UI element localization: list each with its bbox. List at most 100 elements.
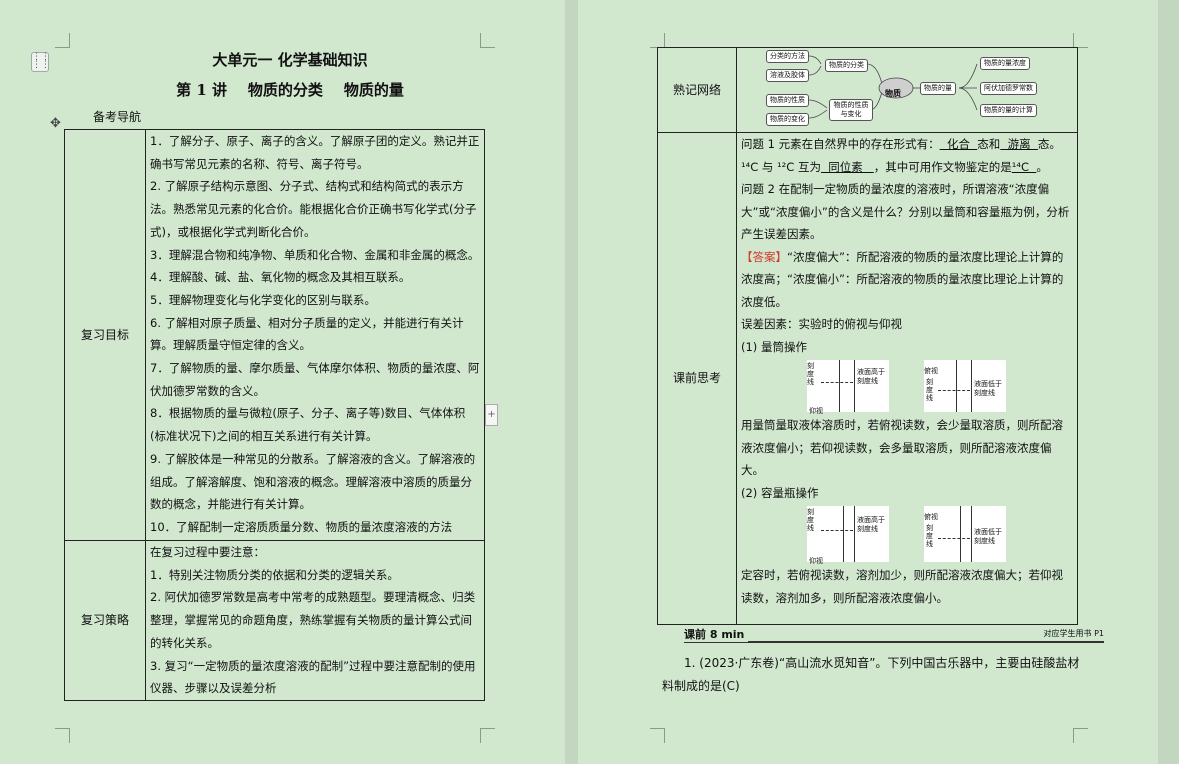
mindmap-lines (808, 55, 978, 119)
mindmap: 分类的方法 溶液及胶体 物质的分类 物质的性质 物质的变化 物质的性质与变化 物… (737, 48, 1077, 132)
row-label-goals: 复习目标 (64, 129, 146, 541)
fig-label: 俯视 (924, 367, 938, 375)
crop-mark (55, 728, 70, 743)
strategy-item: 1．特别关注物质分类的依据和分类的逻辑关系。 (150, 567, 399, 582)
crop-mark (1073, 33, 1088, 48)
fig-tube (839, 360, 855, 412)
fig-label: 俯视 (924, 513, 938, 521)
goal-item: 1．了解分子、原子、离子的含义。了解原子团的定义。熟记并正确书写常见元素的名称、… (150, 134, 480, 171)
fig-label: 仰视 (809, 407, 823, 415)
exercise-question: 1. (2023·广东卷)“高山流水觅知音”。下列中国古乐器中，主要由硅酸盐材 … (662, 652, 1080, 698)
mindmap-node: 物质的量的计算 (980, 104, 1037, 117)
question-2: 问题 2 在配制一定物质的量浓度的溶液时，所谓溶液“浓度偏大”或“浓度偏小”的含… (741, 182, 1070, 241)
fig-line (938, 390, 970, 391)
crop-mark (480, 33, 495, 48)
goal-item: 7．了解物质的量、摩尔质量、气体摩尔体积、物质的量浓度、阿伏加德罗常数的含义。 (150, 361, 480, 398)
op1-title: (1) 量筒操作 (741, 339, 807, 354)
op2-text: 定容时，若俯视读数，溶剂加少，则所配溶液浓度偏大；若仰视读数，溶剂加多，则所配溶… (741, 568, 1063, 605)
crop-mark (480, 728, 495, 743)
fig-line (938, 538, 970, 539)
question-line: 料制成的是(C) (662, 679, 740, 693)
q1-blank: ¹⁴C (1011, 159, 1037, 174)
fig-label: 刻度线 (926, 378, 933, 402)
review-table: 复习目标 1．了解分子、原子、离子的含义。了解原子团的定义。熟记并正确书写常见元… (64, 129, 485, 701)
right-margin (1158, 0, 1179, 764)
strategy-cell: 在复习过程中要注意： 1．特别关注物质分类的依据和分类的逻辑关系。 2. 阿伏加… (145, 540, 485, 701)
fig-tube (956, 360, 972, 412)
section-banner: 课前 8 min 对应学生用书 P1 (684, 626, 1104, 643)
q1-blank: 化合 (939, 137, 978, 151)
question-1: 问题 1 元素在自然界中的存在形式有： 化合 态和 游离 态。¹⁴C 与 ¹²C… (741, 133, 1073, 178)
q1-text: 态和 (977, 137, 1001, 151)
question-line: 1. (2023·广东卷)“高山流水觅知音”。下列中国古乐器中，主要由硅酸盐材 (684, 656, 1080, 670)
crop-mark (650, 33, 665, 48)
op1-figures: 刻度线 液面高于刻度线 仰视 俯视 刻度线 液面低于刻度线 (741, 358, 1073, 415)
mindmap-center: 物质 (885, 89, 901, 98)
lesson-title: 第 1 讲 物质的分类 物质的量 (176, 81, 404, 99)
row-label-strategy: 复习策略 (64, 540, 146, 701)
mindmap-node: 物质的性质 (766, 94, 809, 107)
mindmap-node: 物质的量浓度 (980, 57, 1030, 70)
mindmap-node: 分类的方法 (766, 50, 809, 63)
goal-item: 2. 了解原子结构示意图、分子式、结构式和结构简式的表示方法。熟悉常见元素的化合… (150, 179, 477, 239)
q1-text: 。 (1036, 159, 1048, 174)
mindmap-node: 物质的变化 (766, 113, 809, 126)
unit-title: 大单元一 化学基础知识 (212, 51, 368, 69)
strategy-item: 2. 阿伏加德罗常数是高考中常考的成熟题型。要理清概念、归类整理，掌握常见的命题… (150, 590, 476, 650)
row-label-network: 熟记网络 (657, 47, 737, 133)
fig-label: 刻度线 (807, 508, 814, 532)
answer: 【答案】“浓度偏大”：所配溶液的物质的量浓度比理论上计算的浓度高；“浓度偏小”：… (741, 246, 1073, 314)
q1-text: 态。¹⁴C 与 ¹²C 互为 (741, 137, 1061, 174)
crop-mark (1073, 728, 1088, 743)
q1-blank: 同位素 (820, 159, 874, 174)
banner-ref: 对应学生用书 P1 (1043, 629, 1104, 638)
page-gap (565, 0, 578, 764)
answer-text: “浓度偏大”：所配溶液的物质的量浓度比理论上计算的浓度高；“浓度偏小”：所配溶液… (741, 249, 1064, 309)
table-move-icon[interactable]: ✥ (50, 116, 61, 131)
goal-item: 5．理解物理变化与化学变化的区别与联系。 (150, 292, 376, 307)
fig-flask-upward: 刻度线 液面高于刻度线 仰视 (807, 506, 889, 565)
op1-text: 用量筒量取液体溶质时，若俯视读数，会少量取溶质，则所配溶液浓度偏小；若仰视读数，… (741, 418, 1063, 477)
row-label-thinking: 课前思考 (657, 132, 737, 625)
fig-label: 液面高于刻度线 (857, 516, 885, 533)
fig-label: 液面高于刻度线 (857, 368, 885, 385)
fig-line (821, 382, 853, 383)
crop-mark (55, 33, 70, 48)
mindmap-node: 物质的分类 (825, 59, 868, 72)
mindmap-node: 物质的量 (920, 82, 956, 95)
fig-label: 仰视 (809, 557, 823, 565)
q1-blank: 游离 (1000, 137, 1038, 151)
goal-item: 3．理解混合物和纯净物、单质和化合物、金属和非金属的概念。 (150, 247, 480, 262)
fig-upward-view: 刻度线 液面高于刻度线 仰视 (807, 360, 889, 415)
goal-item: 10．了解配制一定溶质质量分数、物质的量浓度溶液的方法 (150, 519, 453, 534)
fig-label: 刻度线 (807, 362, 814, 386)
mindmap-node: 溶液及胶体 (766, 69, 809, 82)
error-factor: 误差因素：实验时的俯视与仰视 (741, 317, 902, 331)
fig-label: 液面低于刻度线 (974, 380, 1002, 397)
crop-mark (650, 728, 665, 743)
fig-line (821, 530, 853, 531)
goal-item: 8．根据物质的量与微粒(原子、分子、离子等)数目、气体体积(标准状况下)之间的相… (150, 406, 466, 444)
thinking-cell: 问题 1 元素在自然界中的存在形式有： 化合 态和 游离 态。¹⁴C 与 ¹²C… (736, 132, 1078, 625)
add-column-icon[interactable]: + (485, 404, 498, 426)
fig-flask-downward: 俯视 刻度线 液面低于刻度线 (924, 506, 1006, 562)
thinking-table: 熟记网络 分类的方法 溶液及胶体 物质的分类 物质的性质 物质的 (657, 47, 1078, 625)
answer-tag: 【答案】 (741, 249, 787, 264)
fig-flask-neck (843, 506, 855, 562)
op2-title: (2) 容量瓶操作 (741, 485, 819, 500)
goal-item: 4．理解酸、碱、盐、氧化物的概念及其相互联系。 (150, 270, 411, 285)
mindmap-node: 物质的性质与变化 (829, 99, 873, 121)
mindmap-node: 阿伏加德罗常数 (980, 82, 1037, 95)
fig-downward-view: 俯视 刻度线 液面低于刻度线 (924, 360, 1006, 412)
op2-figures: 刻度线 液面高于刻度线 仰视 俯视 刻度线 液面低于刻度线 (741, 504, 1073, 565)
fig-label: 刻度线 (926, 524, 933, 548)
goals-cell: 1．了解分子、原子、离子的含义。了解原子团的定义。熟记并正确书写常见元素的名称、… (145, 129, 485, 541)
fig-label: 液面低于刻度线 (974, 528, 1002, 545)
q1-text: ，其中可用作文物鉴定的是 (873, 159, 1012, 174)
mindmap-cell: 分类的方法 溶液及胶体 物质的分类 物质的性质 物质的变化 物质的性质与变化 物… (736, 47, 1078, 133)
strategy-item: 3. 复习“一定物质的量浓度溶液的配制”过程中要注意配制的使用仪器、步骤以及误差… (150, 658, 476, 696)
goal-item: 6. 了解相对原子质量、相对分子质量的定义，并能进行有关计算。理解质量守恒定律的… (150, 315, 464, 353)
fig-flask-neck (960, 506, 972, 562)
drag-handle-icon[interactable]: ⋮⋮⋮⋮ (31, 52, 50, 72)
q1-text: 问题 1 元素在自然界中的存在形式有： (741, 137, 940, 151)
